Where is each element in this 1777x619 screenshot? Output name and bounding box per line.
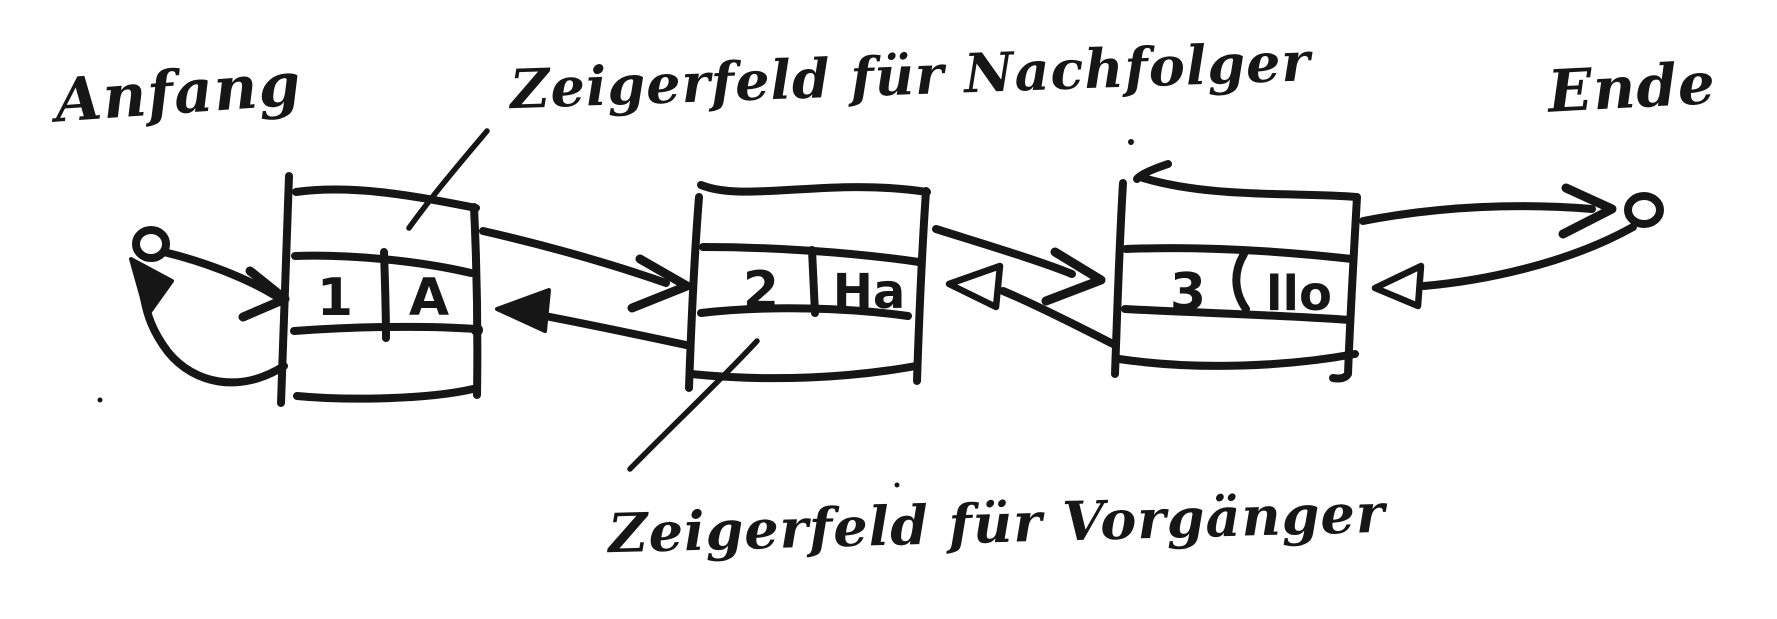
start-label: Anfang xyxy=(48,50,304,137)
node3-value: llo xyxy=(1266,266,1332,322)
node2-prev-arrowhead xyxy=(495,288,551,333)
node1-bottom-edge xyxy=(293,385,477,403)
node2-top-edge xyxy=(697,181,931,196)
start-terminal-circle xyxy=(132,226,170,262)
node3-next-to-end-arrow xyxy=(1359,202,1596,225)
node2-prev-field-divider xyxy=(697,304,912,320)
node3-prev-arrowhead xyxy=(945,262,1004,311)
node3-top-edge xyxy=(1136,173,1360,201)
node2-number: 2 xyxy=(743,261,779,321)
node1-prev-arrowhead xyxy=(129,257,174,318)
node3-prev-to-node2-arrow xyxy=(999,287,1117,348)
node1-ink-blob xyxy=(471,324,483,336)
node1-next-arrowhead xyxy=(627,254,692,313)
predecessor-label-callout-line xyxy=(627,338,760,472)
start-to-node1-arrow xyxy=(160,248,278,299)
end-terminal-circle xyxy=(1624,192,1664,228)
node1-number: 1 xyxy=(317,268,353,328)
node3-left-edge xyxy=(1111,179,1127,378)
node3-number: 3 xyxy=(1170,263,1206,323)
node1-left-edge xyxy=(277,172,293,407)
list-node-2: 2 Ha xyxy=(685,181,931,392)
end-terminal xyxy=(1359,183,1664,310)
node2-next-to-node3-arrow xyxy=(932,225,1076,278)
list-node-1: 1 A xyxy=(277,172,483,407)
ink-speck xyxy=(894,482,900,488)
ink-speck xyxy=(1128,139,1134,145)
node1-prev-field-divider xyxy=(290,322,480,335)
node1-value: A xyxy=(409,268,449,328)
node3-next-field-divider xyxy=(1122,244,1356,263)
start-terminal xyxy=(129,226,290,387)
node2-right-edge xyxy=(913,187,930,385)
node2-bottom-edge xyxy=(687,362,920,383)
node1-right-edge xyxy=(470,203,482,399)
node2-value: Ha xyxy=(833,264,906,320)
successor-pointer-label: Zeigerfeld für Nachfolger xyxy=(507,29,1314,121)
node2-left-edge xyxy=(685,193,703,392)
node3-cell-divider xyxy=(1232,250,1250,313)
node2-next-arrowhead xyxy=(1041,247,1106,306)
end-label: Ende xyxy=(1544,49,1717,126)
ink-speck xyxy=(97,397,103,403)
node3-bottom-edge xyxy=(1115,350,1359,370)
end-to-node3-arrowhead xyxy=(1371,262,1425,310)
end-to-node3-arrow xyxy=(1420,223,1637,290)
successor-label-callout-line xyxy=(406,128,490,231)
list-node-3: 3 llo xyxy=(1111,160,1361,383)
node1-next-to-node2-arrow xyxy=(479,227,670,287)
node3-next-arrowhead xyxy=(1558,183,1617,239)
node3-prev-field-divider xyxy=(1121,305,1354,324)
node1-top-edge xyxy=(292,185,480,212)
node3-right-edge xyxy=(1329,193,1361,383)
predecessor-pointer-label: Zeigerfeld für Vorgänger xyxy=(605,481,1388,565)
node2-cell-divider xyxy=(808,246,819,317)
